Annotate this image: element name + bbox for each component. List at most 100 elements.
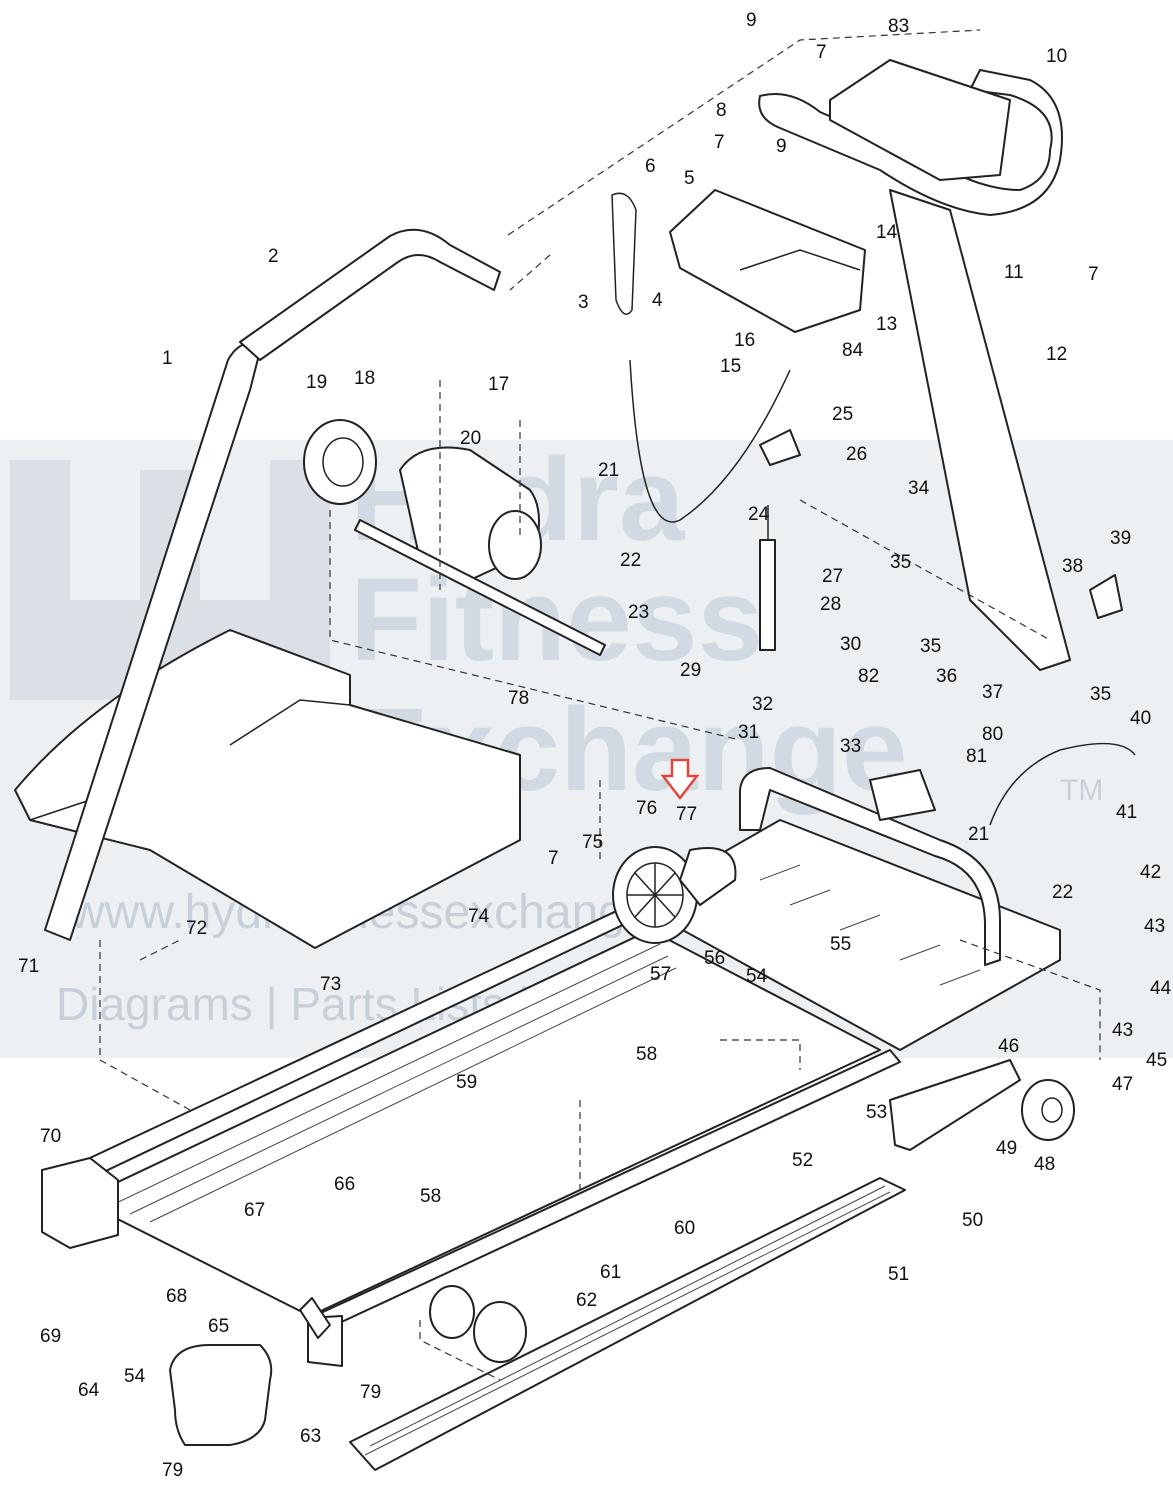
transport-wheel bbox=[1021, 1079, 1075, 1141]
part-label-56: 56 bbox=[704, 948, 725, 969]
flywheel-pulley bbox=[612, 846, 698, 944]
part-label-24: 24 bbox=[748, 504, 770, 525]
part-label-35: 35 bbox=[1090, 684, 1111, 705]
roller-bushing bbox=[429, 1285, 475, 1339]
part-label-21: 21 bbox=[968, 824, 989, 845]
part-label-57: 57 bbox=[650, 964, 671, 985]
gas-spring bbox=[759, 539, 776, 651]
part-label-52: 52 bbox=[792, 1150, 813, 1171]
assembly-guide-lines bbox=[99, 29, 1101, 1381]
part-label-51: 51 bbox=[888, 1264, 909, 1285]
part-label-33: 33 bbox=[840, 736, 861, 757]
upright-bracket bbox=[869, 769, 936, 821]
part-label-13: 13 bbox=[876, 314, 897, 335]
part-label-54: 54 bbox=[746, 966, 768, 987]
part-label-5: 5 bbox=[684, 168, 695, 189]
part-label-10: 10 bbox=[1046, 46, 1067, 67]
pivot-bracket bbox=[759, 429, 801, 466]
part-label-55: 55 bbox=[830, 934, 851, 955]
part-label-78: 78 bbox=[508, 688, 529, 709]
part-label-7: 7 bbox=[1088, 264, 1099, 285]
part-label-62: 62 bbox=[576, 1290, 597, 1311]
part-label-45: 45 bbox=[1146, 1050, 1167, 1071]
console-mast bbox=[889, 189, 1071, 671]
part-label-6: 6 bbox=[645, 156, 656, 177]
drive-motor-assembly bbox=[303, 419, 606, 656]
part-label-35: 35 bbox=[920, 636, 941, 657]
front-end-cap bbox=[41, 1157, 119, 1249]
part-label-42: 42 bbox=[1140, 862, 1161, 883]
rear-roller bbox=[473, 1301, 527, 1363]
part-label-19: 19 bbox=[306, 372, 327, 393]
wheel-bracket bbox=[889, 1059, 1021, 1151]
part-label-75: 75 bbox=[582, 832, 603, 853]
part-label-60: 60 bbox=[674, 1218, 695, 1239]
part-label-83: 83 bbox=[888, 16, 909, 37]
part-label-46: 46 bbox=[998, 1036, 1019, 1057]
part-label-28: 28 bbox=[820, 594, 841, 615]
part-label-82: 82 bbox=[858, 666, 879, 687]
part-label-48: 48 bbox=[1034, 1154, 1055, 1175]
part-label-47: 47 bbox=[1112, 1074, 1133, 1095]
motor-pulley bbox=[303, 419, 377, 505]
part-label-20: 20 bbox=[460, 428, 481, 449]
handrail-assembly bbox=[44, 228, 501, 941]
console-upright-assembly bbox=[669, 59, 1071, 671]
part-label-18: 18 bbox=[354, 368, 375, 389]
part-label-63: 63 bbox=[300, 1426, 321, 1447]
top-handlebar bbox=[239, 228, 501, 361]
part-label-36: 36 bbox=[936, 666, 957, 687]
highlight-arrow-icon bbox=[660, 758, 700, 801]
part-label-23: 23 bbox=[628, 602, 649, 623]
part-label-43: 43 bbox=[1144, 916, 1165, 937]
part-label-43: 43 bbox=[1112, 1020, 1133, 1041]
part-label-29: 29 bbox=[680, 660, 701, 681]
part-label-21: 21 bbox=[598, 460, 619, 481]
part-label-49: 49 bbox=[996, 1138, 1017, 1159]
pivot-knob bbox=[1089, 574, 1123, 619]
leg-tube bbox=[299, 1297, 331, 1339]
deck-slots bbox=[759, 864, 981, 986]
frame-assembly bbox=[41, 767, 1075, 1471]
part-label-66: 66 bbox=[334, 1174, 355, 1195]
part-label-67: 67 bbox=[244, 1200, 265, 1221]
part-label-65: 65 bbox=[208, 1316, 229, 1337]
part-label-61: 61 bbox=[600, 1262, 621, 1283]
part-label-79: 79 bbox=[360, 1382, 381, 1403]
part-label-16: 16 bbox=[734, 330, 755, 351]
rear-upright-frame bbox=[739, 767, 1001, 966]
part-label-41: 41 bbox=[1116, 802, 1137, 823]
part-label-53: 53 bbox=[866, 1102, 887, 1123]
part-label-3: 3 bbox=[578, 292, 589, 313]
motor-end-bell bbox=[488, 510, 542, 580]
part-label-26: 26 bbox=[846, 444, 867, 465]
part-label-32: 32 bbox=[752, 694, 773, 715]
part-label-84: 84 bbox=[842, 340, 864, 361]
part-label-59: 59 bbox=[456, 1072, 477, 1093]
safety-key-clip bbox=[611, 192, 637, 315]
console-housing bbox=[829, 59, 1011, 181]
part-label-7: 7 bbox=[714, 132, 725, 153]
step-grooves bbox=[364, 1185, 891, 1456]
console-cable bbox=[989, 742, 1136, 826]
part-label-58: 58 bbox=[420, 1186, 441, 1207]
part-label-39: 39 bbox=[1110, 528, 1131, 549]
part-label-81: 81 bbox=[966, 746, 987, 767]
part-label-22: 22 bbox=[620, 550, 641, 571]
part-label-58: 58 bbox=[636, 1044, 657, 1065]
belt-drive-plate bbox=[679, 847, 737, 906]
part-label-17: 17 bbox=[488, 374, 509, 395]
part-label-11: 11 bbox=[1004, 262, 1024, 283]
part-label-31: 31 bbox=[738, 722, 759, 743]
part-label-71: 71 bbox=[18, 956, 39, 977]
motor-mount-bar bbox=[354, 519, 606, 656]
running-belt bbox=[79, 929, 881, 1317]
part-label-44: 44 bbox=[1150, 978, 1172, 999]
rear-end-cap bbox=[169, 1344, 273, 1446]
part-label-37: 37 bbox=[982, 682, 1003, 703]
part-label-50: 50 bbox=[962, 1210, 983, 1231]
part-label-74: 74 bbox=[468, 906, 490, 927]
